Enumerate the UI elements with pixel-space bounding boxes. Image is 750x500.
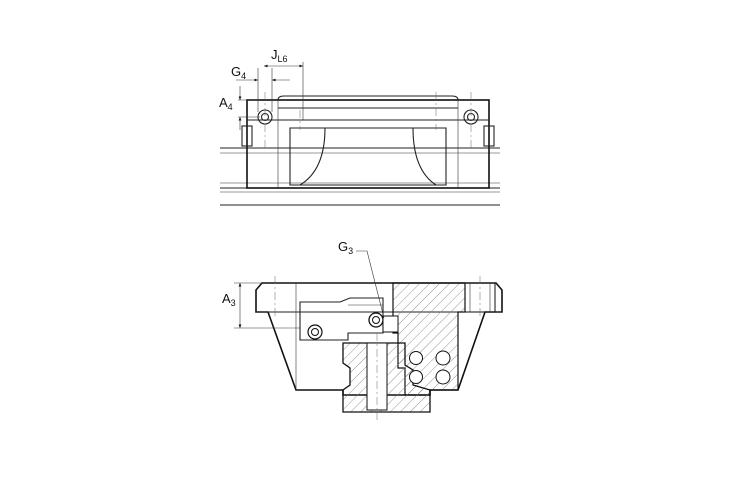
carriage-side [241, 92, 495, 189]
label-a4: A4 [219, 95, 233, 112]
balls [409, 350, 451, 385]
label-g3: G3 [338, 239, 353, 256]
label-a3: A3 [222, 291, 236, 308]
side-view: G4 JL6 A4 [219, 47, 500, 206]
end-view [234, 250, 503, 420]
dimensions-side [236, 62, 304, 130]
label-g4: G4 [231, 64, 246, 81]
label-jl6: JL6 [271, 47, 288, 64]
